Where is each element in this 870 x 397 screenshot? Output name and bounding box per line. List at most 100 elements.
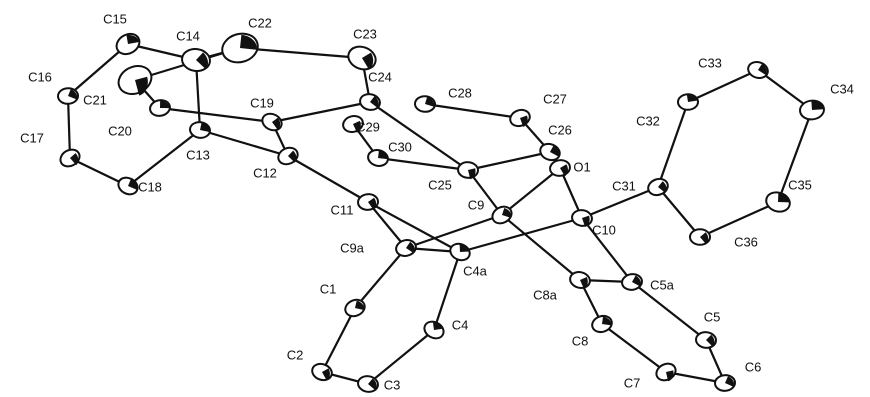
- atom-label-c19: C19: [250, 95, 274, 110]
- atom-c6: [714, 374, 736, 392]
- bond-c32-c33: [686, 68, 760, 104]
- atom-c9: [491, 205, 513, 225]
- atom-octant-shading: [666, 370, 674, 382]
- atom-c26: [539, 142, 561, 162]
- atom-octant-shading: [686, 94, 698, 102]
- atom-octant-shading: [706, 334, 715, 347]
- atom-octant-shading: [582, 215, 590, 227]
- atom-octant-shading: [459, 244, 470, 252]
- atom-c21: [117, 64, 153, 96]
- atom-label-c3: C3: [384, 377, 401, 392]
- bond-c28-c27: [423, 102, 522, 120]
- atom-c32: [677, 93, 699, 111]
- bond-c24-c19: [270, 100, 372, 124]
- atom-octant-shading: [200, 122, 210, 132]
- bond-c24-c25: [368, 100, 470, 172]
- atom-label-c22: C22: [248, 15, 272, 30]
- atom-octant-shading: [406, 241, 415, 254]
- atom-c18: [117, 176, 139, 196]
- atom-c5: [695, 331, 717, 349]
- atom-label-c14: C14: [176, 28, 200, 43]
- atom-octant-shading: [550, 145, 560, 157]
- atom-c10: [571, 209, 593, 227]
- atom-c4: [423, 320, 445, 340]
- atom-label-c9: C9: [468, 197, 485, 212]
- atom-label-c17: C17: [20, 130, 44, 145]
- atom-c8: [591, 314, 613, 334]
- atom-octant-shading: [322, 368, 330, 381]
- atoms-layer: [57, 32, 825, 393]
- atom-c17: [59, 148, 81, 168]
- atom-c35: [765, 191, 791, 213]
- atom-label-c34: C34: [830, 81, 854, 96]
- bond-c10-c4a: [458, 216, 584, 254]
- atom-label-c13: C13: [186, 147, 210, 162]
- atom-octant-shading: [196, 52, 209, 70]
- bond-c10-c31: [580, 185, 660, 220]
- bond-c18-c13: [126, 128, 202, 188]
- atom-label-c25: C25: [428, 177, 452, 192]
- atom-octant-shading: [725, 376, 735, 387]
- atom-label-c23: C23: [353, 26, 377, 41]
- atom-label-c5a: C5a: [650, 277, 675, 292]
- atom-octant-shading: [632, 275, 641, 287]
- atom-label-c27: C27: [543, 91, 567, 106]
- atom-c8a: [569, 271, 591, 289]
- bond-c34-c35: [776, 108, 814, 204]
- atom-o1: [549, 159, 571, 177]
- atom-c36: [689, 228, 711, 246]
- bond-c5-c5a: [630, 280, 708, 342]
- bond-c10-c5a: [580, 216, 634, 284]
- bond-c15-c16: [66, 42, 130, 98]
- bond-c4-c4a: [432, 250, 462, 332]
- atom-octant-shading: [502, 207, 512, 218]
- bond-c12-c11: [286, 154, 370, 204]
- atom-c31: [647, 177, 669, 197]
- atom-label-c32: C32: [636, 113, 660, 128]
- atom-octant-shading: [560, 164, 568, 177]
- atom-label-c6: C6: [745, 359, 762, 374]
- atom-octant-shading: [580, 276, 588, 289]
- atom-c5a: [621, 273, 643, 291]
- atom-octant-shading: [602, 316, 612, 326]
- atom-c15: [115, 32, 141, 56]
- atom-octant-shading: [68, 89, 78, 100]
- atom-octant-shading: [432, 322, 444, 330]
- bond-c19-c20: [158, 106, 274, 124]
- atom-c22: [221, 32, 259, 64]
- bond-c9a-c1: [353, 246, 408, 310]
- atom-c13: [189, 121, 211, 139]
- atom-label-o1: O1: [573, 159, 590, 174]
- atom-octant-shading: [272, 117, 281, 130]
- atom-octant-shading: [353, 120, 361, 133]
- atom-octant-shading: [811, 101, 824, 110]
- bond-c13-c12: [198, 128, 290, 158]
- atom-octant-shading: [658, 181, 667, 193]
- atom-c28: [414, 95, 436, 113]
- atom-octant-shading: [126, 35, 140, 44]
- atom-octant-shading: [368, 197, 377, 210]
- bond-c30-c25: [376, 156, 470, 172]
- atom-c1: [344, 298, 366, 318]
- atom-label-c15: C15: [103, 11, 127, 26]
- atom-c23: [347, 45, 377, 71]
- atom-c19: [261, 112, 283, 132]
- atom-label-c24: C24: [368, 69, 392, 84]
- atom-octant-shading: [362, 52, 374, 70]
- bond-c31-c32: [656, 100, 690, 189]
- atom-octant-shading: [370, 96, 379, 108]
- atom-c30: [367, 149, 389, 167]
- atom-octant-shading: [70, 153, 79, 166]
- atom-label-c4: C4: [452, 317, 469, 332]
- atom-c7: [655, 362, 677, 382]
- atom-label-c31: C31: [612, 178, 636, 193]
- atom-octant-shading: [160, 100, 170, 109]
- atom-c29: [342, 115, 364, 133]
- atom-label-c1: C1: [320, 281, 337, 296]
- bond-c26-c25: [466, 150, 552, 172]
- atom-octant-shading: [520, 115, 528, 127]
- bond-c8-c7: [600, 322, 668, 374]
